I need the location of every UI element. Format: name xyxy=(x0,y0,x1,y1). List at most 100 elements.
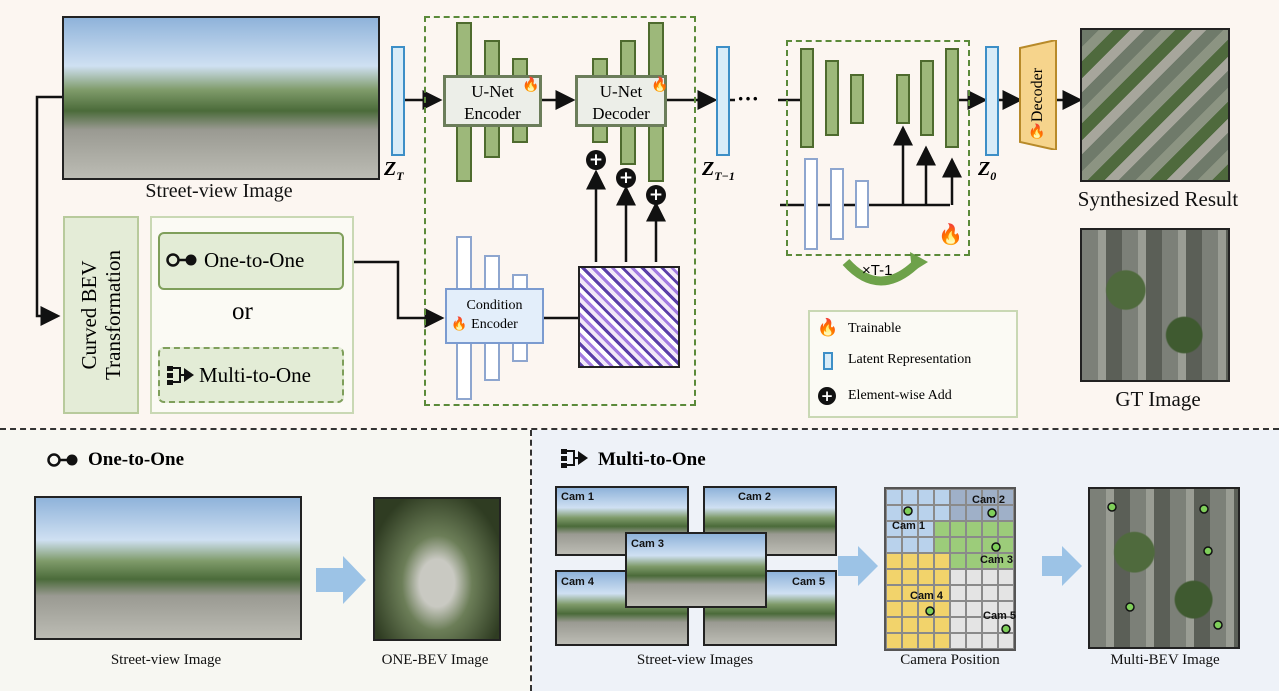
multi-bev-image xyxy=(1088,487,1240,649)
bl-street-view-image xyxy=(34,496,302,640)
grid-cell xyxy=(902,537,918,553)
grid-cell xyxy=(950,585,966,601)
grid-cell xyxy=(886,505,902,521)
grid-cell xyxy=(982,553,998,569)
grid-cam2-label: Cam 2 xyxy=(972,494,1006,506)
vertical-divider xyxy=(530,430,532,691)
grid-cell xyxy=(886,633,902,649)
grid-cell xyxy=(918,585,934,601)
latent-z0 xyxy=(985,46,999,156)
grid-cam4-label: Cam 4 xyxy=(910,590,944,602)
grid-cell xyxy=(934,505,950,521)
denoise-bar-2 xyxy=(825,60,839,136)
grid-cell xyxy=(998,521,1014,537)
grid-cell xyxy=(886,569,902,585)
grid-cell xyxy=(982,569,998,585)
camera-position-label: Camera Position xyxy=(900,652,1000,668)
unet-encoder-box: U-Net Encoder xyxy=(443,75,542,127)
horizontal-divider xyxy=(0,428,1279,430)
denoise-bar-4 xyxy=(896,74,910,124)
synthesized-label: Synthesized Result xyxy=(1077,187,1239,211)
grid-cell xyxy=(966,633,982,649)
grid-cell xyxy=(966,537,982,553)
unet-decoder-box: U-Net Decoder xyxy=(575,75,667,127)
grid-cell xyxy=(918,505,934,521)
grid-cell xyxy=(966,601,982,617)
plus-icon: + xyxy=(818,387,836,405)
grid-cam5-label: Cam 5 xyxy=(983,610,1017,622)
grid-cell xyxy=(902,633,918,649)
grid-cell xyxy=(902,553,918,569)
times-t1-label: ×T-1 xyxy=(862,262,893,279)
ellipsis: ··· xyxy=(737,86,760,111)
grid-cell xyxy=(902,521,918,537)
one-bev-image xyxy=(373,497,501,641)
cam5-label: Cam 5 xyxy=(792,576,826,588)
grid-cell xyxy=(950,553,966,569)
grid-cell xyxy=(966,489,982,505)
grid-cell xyxy=(966,521,982,537)
grid-cell xyxy=(982,633,998,649)
camera-position-grid xyxy=(884,487,1016,651)
grid-cell xyxy=(998,553,1014,569)
grid-cell xyxy=(950,537,966,553)
grid-cell xyxy=(934,553,950,569)
multi-bev-markers xyxy=(1107,502,1223,630)
decoder-label: Decoder xyxy=(1029,67,1046,123)
multi-to-one-label: Multi-to-One xyxy=(199,363,311,387)
cam2-label: Cam 2 xyxy=(738,491,772,503)
grid-cell xyxy=(950,601,966,617)
grid-cell xyxy=(998,585,1014,601)
grid-cam1-label: Cam 1 xyxy=(892,520,926,532)
grid-cell xyxy=(918,617,934,633)
cam3-label: Cam 3 xyxy=(631,538,665,550)
legend-latent: Latent Representation xyxy=(848,352,972,367)
grid-cell xyxy=(902,617,918,633)
denoise-bar-6 xyxy=(945,48,959,148)
grid-cell xyxy=(950,489,966,505)
denoise-container xyxy=(786,40,970,256)
grid-cell xyxy=(886,553,902,569)
fire-icon: 🔥 xyxy=(651,78,669,93)
grid-cell xyxy=(934,601,950,617)
grid-cell xyxy=(966,585,982,601)
cam1-label: Cam 1 xyxy=(561,491,595,503)
curved-bev-label: Curved BEV Transformation xyxy=(77,250,126,380)
legend-box xyxy=(808,310,1018,418)
multi-to-one-icon xyxy=(167,366,194,385)
grid-cell xyxy=(982,585,998,601)
one-to-one-title: One-to-One xyxy=(88,449,185,470)
bl-street-view-label: Street-view Image xyxy=(110,652,222,668)
grid-cell xyxy=(918,521,934,537)
grid-cell xyxy=(934,633,950,649)
condition-map-image xyxy=(578,266,680,368)
grid-cam3-label: Cam 3 xyxy=(980,554,1014,566)
grid-cell xyxy=(918,553,934,569)
gt-image xyxy=(1080,228,1230,382)
grid-cell xyxy=(966,553,982,569)
grid-cell xyxy=(902,585,918,601)
grid-cell xyxy=(966,569,982,585)
multi-to-one-icon xyxy=(561,449,588,468)
grid-cell xyxy=(966,617,982,633)
grid-cell xyxy=(886,537,902,553)
street-views-label: Street-view Images xyxy=(636,652,754,668)
grid-cell xyxy=(934,569,950,585)
one-to-one-icon xyxy=(47,453,78,467)
denoise-cond-bar-3 xyxy=(855,180,869,228)
denoise-cond-bar-1 xyxy=(804,158,818,250)
grid-cell xyxy=(918,569,934,585)
cam4-label: Cam 4 xyxy=(561,576,595,588)
grid-cell xyxy=(886,585,902,601)
grid-cell xyxy=(982,617,998,633)
plus-icon: + xyxy=(646,185,666,205)
grid-cell xyxy=(998,505,1014,521)
grid-cell xyxy=(982,601,998,617)
legend-trainable: Trainable xyxy=(848,321,902,336)
denoise-bar-3 xyxy=(850,74,864,124)
grid-cell xyxy=(886,521,902,537)
or-label: or xyxy=(232,298,253,325)
one-to-one-label: One-to-One xyxy=(204,248,305,272)
street-view-image xyxy=(62,16,380,180)
